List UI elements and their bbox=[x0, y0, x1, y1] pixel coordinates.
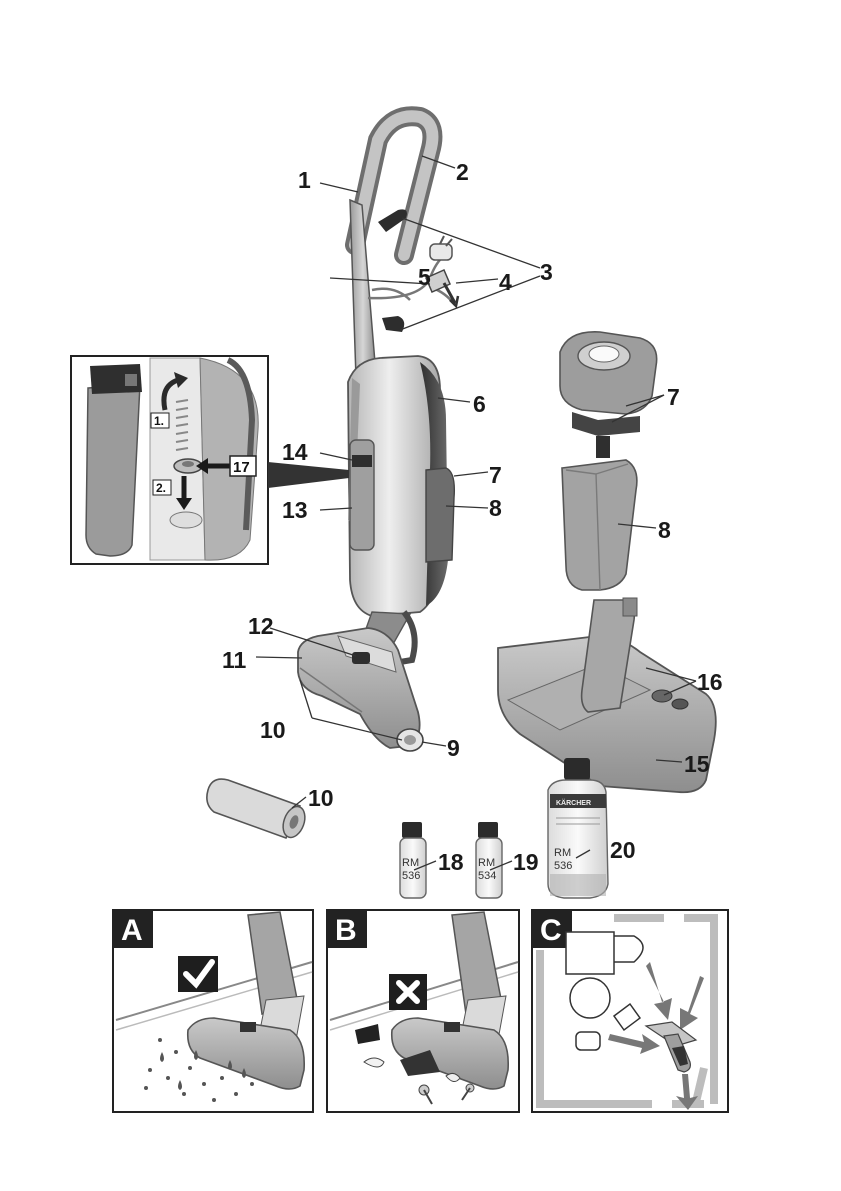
callout-7-part: 7 bbox=[667, 384, 680, 410]
main-device bbox=[298, 116, 458, 751]
callout-20: 20 bbox=[610, 837, 636, 863]
callout-12: 12 bbox=[248, 613, 274, 639]
callout-15: 15 bbox=[684, 751, 710, 777]
room-chair-2 bbox=[576, 1032, 600, 1050]
filter-cover-part bbox=[560, 332, 657, 458]
panel-c: C bbox=[532, 910, 728, 1112]
bottle-20-label-line1: RM bbox=[554, 847, 571, 859]
callout-1: 1 bbox=[298, 167, 311, 193]
panel-a-letter: A bbox=[121, 914, 143, 947]
callout-14: 14 bbox=[282, 439, 308, 465]
bottle-20-label-line2: 536 bbox=[554, 860, 572, 872]
bottle-19-label-line2: 534 bbox=[478, 870, 496, 882]
callout-5: 5 bbox=[418, 264, 431, 290]
release-button bbox=[352, 652, 370, 664]
inset-pointer bbox=[268, 462, 349, 488]
callout-10-main: 10 bbox=[260, 717, 286, 743]
callout-8-main: 8 bbox=[489, 495, 502, 521]
callout-16: 16 bbox=[697, 669, 723, 695]
bottle-18-label-line1: RM bbox=[402, 857, 419, 869]
panel-b: B bbox=[327, 910, 519, 1112]
cable-clip bbox=[426, 270, 458, 306]
spare-roller bbox=[207, 779, 309, 840]
callout-2: 2 bbox=[456, 159, 469, 185]
cleaning-head bbox=[298, 628, 423, 751]
bottle-19-label-line1: RM bbox=[478, 857, 495, 869]
callout-13: 13 bbox=[282, 497, 308, 523]
callout-10-spare: 10 bbox=[308, 785, 334, 811]
room-round-table bbox=[570, 978, 610, 1018]
panel-a: A bbox=[113, 910, 313, 1112]
callout-11: 11 bbox=[222, 647, 247, 673]
callout-17-box: 17 bbox=[230, 456, 256, 476]
inset-step-2: 2. bbox=[156, 481, 166, 495]
bottle-rm536-small: RM 536 bbox=[400, 822, 426, 898]
callout-17: 17 bbox=[233, 459, 250, 476]
callout-4: 4 bbox=[499, 269, 512, 295]
inset-step-1: 1. bbox=[154, 414, 164, 428]
panel-b-letter: B bbox=[335, 914, 357, 947]
bottle-rm534-small: RM 534 bbox=[476, 822, 502, 898]
callout-3: 3 bbox=[540, 259, 553, 285]
callout-9: 9 bbox=[447, 735, 460, 761]
dirty-water-tank bbox=[426, 468, 454, 562]
callout-7-main: 7 bbox=[489, 462, 502, 488]
bottle-20-brand: KÄRCHER bbox=[556, 799, 591, 807]
callout-6: 6 bbox=[473, 391, 486, 417]
bottle-18-label-line2: 536 bbox=[402, 870, 420, 882]
callout-19: 19 bbox=[513, 849, 539, 875]
power-plug bbox=[430, 236, 452, 260]
panel-c-letter: C bbox=[540, 914, 562, 947]
callout-18: 18 bbox=[438, 849, 464, 875]
callout-8-part: 8 bbox=[658, 517, 671, 543]
